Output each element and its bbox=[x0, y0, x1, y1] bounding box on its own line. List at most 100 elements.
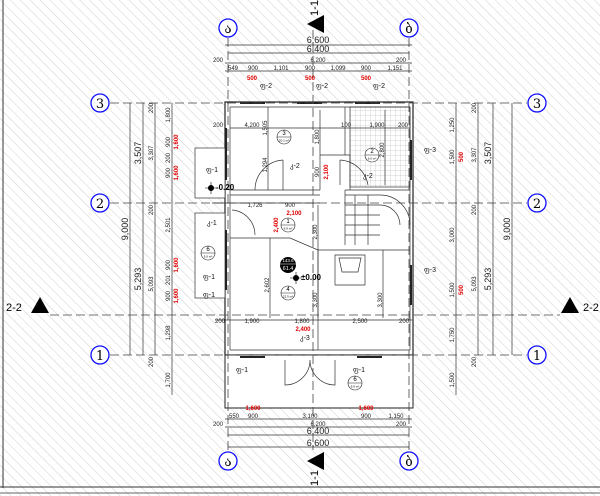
svg-text:1,298: 1,298 bbox=[166, 325, 172, 341]
svg-text:2,400: 2,400 bbox=[274, 217, 280, 233]
svg-text:2,100: 2,100 bbox=[324, 164, 330, 180]
right-dimensions: 1,250 1,500 500 3,000 1,500 500 1,750 1,… bbox=[450, 102, 513, 395]
svg-text:1,900: 1,900 bbox=[244, 319, 260, 325]
svg-text:1,900: 1,900 bbox=[369, 123, 385, 129]
section-marker-bottom: 1-1 bbox=[307, 452, 324, 486]
svg-text:200: 200 bbox=[213, 123, 224, 129]
room-tag-6-porch: 66.9 m² bbox=[347, 375, 363, 391]
level-mark-outside: -0.20 bbox=[205, 182, 235, 194]
svg-text:3,100: 3,100 bbox=[302, 414, 318, 420]
svg-text:1,151: 1,151 bbox=[387, 66, 403, 72]
svg-text:900: 900 bbox=[166, 136, 172, 147]
axis-bubble-row2-left: 2 bbox=[90, 193, 110, 213]
building bbox=[194, 101, 414, 409]
svg-text:2,602: 2,602 bbox=[265, 277, 271, 293]
svg-text:1,800: 1,800 bbox=[294, 319, 310, 325]
svg-text:2-2: 2-2 bbox=[6, 302, 22, 314]
svg-text:200: 200 bbox=[472, 204, 478, 215]
svg-text:1,600: 1,600 bbox=[245, 406, 261, 412]
svg-text:22.5 m²: 22.5 m² bbox=[283, 295, 293, 299]
total-area-tag: 143.6 61.4 bbox=[280, 257, 296, 273]
svg-text:ფ-2: ფ-2 bbox=[373, 83, 385, 90]
svg-text:6.0 m²: 6.0 m² bbox=[368, 157, 377, 161]
svg-text:1,600: 1,600 bbox=[358, 406, 374, 412]
svg-text:1,250: 1,250 bbox=[450, 117, 456, 133]
svg-text:200: 200 bbox=[215, 319, 226, 325]
svg-text:200: 200 bbox=[149, 204, 155, 215]
svg-text:900: 900 bbox=[361, 414, 372, 420]
axis-bubble-row2-right: 2 bbox=[527, 193, 547, 213]
svg-text:ფ-1: ფ-1 bbox=[236, 367, 248, 374]
svg-text:900: 900 bbox=[285, 203, 296, 209]
fireplace bbox=[334, 254, 366, 286]
svg-text:ა: ა bbox=[224, 455, 231, 470]
svg-text:კ-2: კ-2 bbox=[290, 163, 300, 170]
svg-text:200: 200 bbox=[149, 356, 155, 367]
svg-text:1,150: 1,150 bbox=[388, 414, 404, 420]
svg-text:2,800: 2,800 bbox=[380, 142, 386, 158]
svg-text:5,293: 5,293 bbox=[483, 268, 493, 291]
svg-text:3,300: 3,300 bbox=[313, 292, 319, 308]
svg-text:2,300: 2,300 bbox=[313, 224, 319, 240]
svg-text:1,101: 1,101 bbox=[273, 66, 289, 72]
svg-text:ფ-1: ფ-1 bbox=[353, 367, 365, 374]
door-swing bbox=[339, 159, 369, 186]
section-marker-top: 1-1 bbox=[307, 0, 324, 33]
svg-text:100: 100 bbox=[341, 123, 352, 129]
svg-text:1,600: 1,600 bbox=[174, 165, 180, 181]
svg-text:201: 201 bbox=[166, 274, 172, 285]
svg-text:6,400: 6,400 bbox=[307, 44, 330, 54]
svg-text:549: 549 bbox=[228, 66, 239, 72]
svg-text:900: 900 bbox=[305, 66, 316, 72]
axis-bubble-col-left-bottom: ა bbox=[218, 451, 238, 471]
svg-text:900: 900 bbox=[166, 259, 172, 270]
svg-text:200: 200 bbox=[149, 102, 155, 113]
svg-text:კ-3: კ-3 bbox=[300, 335, 310, 342]
svg-text:143.6: 143.6 bbox=[282, 258, 294, 263]
top-dimensions: 6,600 6,400 6,200 200 200 549 900 1,101 … bbox=[213, 35, 412, 82]
svg-text:6,200: 6,200 bbox=[310, 422, 326, 428]
window-tags: ფ-2 ფ-2 ფ-2 ფ-1 ფ-1 ფ-1 ფ-3 ფ-3 ფ-1 ფ-1 bbox=[203, 83, 436, 374]
svg-text:2: 2 bbox=[96, 197, 104, 212]
svg-text:3,000: 3,000 bbox=[450, 227, 456, 243]
svg-text:1,099: 1,099 bbox=[330, 66, 346, 72]
svg-text:ფ-3: ფ-3 bbox=[424, 147, 436, 154]
svg-text:200: 200 bbox=[213, 422, 224, 428]
svg-text:1: 1 bbox=[533, 349, 541, 364]
svg-text:3,507: 3,507 bbox=[133, 142, 143, 165]
svg-text:6: 6 bbox=[353, 377, 357, 383]
axis-bubble-row3-right: 3 bbox=[527, 93, 547, 113]
svg-text:ფ-1: ფ-1 bbox=[206, 167, 218, 174]
svg-text:1,750: 1,750 bbox=[450, 327, 456, 343]
interior-dimensions: 4,200 100 1,900 200 200 1,726 900 2,100 … bbox=[212, 107, 412, 333]
svg-text:ა: ა bbox=[224, 22, 231, 37]
svg-text:6.9 m²: 6.9 m² bbox=[284, 227, 293, 231]
svg-text:900: 900 bbox=[166, 290, 172, 301]
svg-text:6,400: 6,400 bbox=[307, 426, 330, 436]
svg-text:5,093: 5,093 bbox=[472, 276, 478, 292]
svg-text:6,600: 6,600 bbox=[307, 35, 330, 45]
svg-text:ბ: ბ bbox=[405, 22, 412, 37]
svg-text:200: 200 bbox=[166, 152, 172, 163]
section-marker-right: 2-2 bbox=[561, 297, 599, 314]
svg-text:1: 1 bbox=[286, 219, 290, 225]
svg-text:ფ-1: ფ-1 bbox=[203, 274, 215, 281]
svg-text:1,726: 1,726 bbox=[247, 203, 263, 209]
svg-text:1,500: 1,500 bbox=[450, 282, 456, 298]
svg-text:500: 500 bbox=[305, 76, 316, 82]
axis-bubble-col-right-bottom: ბ bbox=[399, 451, 419, 471]
svg-text:2,400: 2,400 bbox=[295, 327, 311, 333]
room-tag-3: 320.1 m² bbox=[276, 129, 292, 145]
svg-text:2-2: 2-2 bbox=[583, 302, 599, 314]
svg-text:კ-2: კ-2 bbox=[363, 173, 373, 180]
svg-text:200: 200 bbox=[213, 58, 224, 64]
entry-door-swing bbox=[284, 359, 336, 386]
room-tag-6-terrace: 6 5.0 m² bbox=[200, 245, 216, 261]
svg-text:6: 6 bbox=[206, 247, 210, 253]
svg-text:500: 500 bbox=[247, 76, 258, 82]
svg-text:6,200: 6,200 bbox=[310, 58, 326, 64]
door-swing bbox=[254, 159, 284, 191]
svg-text:61.4: 61.4 bbox=[283, 266, 294, 272]
svg-text:5.0 m²: 5.0 m² bbox=[204, 255, 213, 259]
